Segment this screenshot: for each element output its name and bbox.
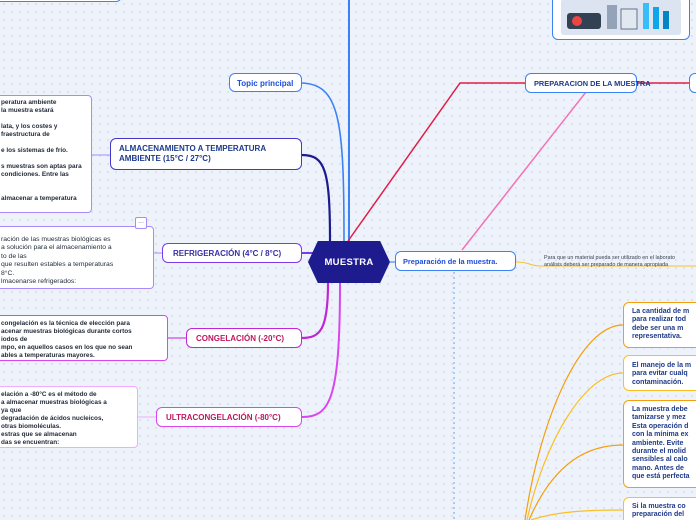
note-line: e los sistemas de frío. <box>1 147 82 155</box>
preparacion-muestra-node[interactable]: PREPARACION DE LA MUESTRA <box>525 73 637 93</box>
note-line: Si la muestra co <box>632 503 686 511</box>
note-line: lata, y los costes y <box>1 123 82 131</box>
note-line: elación a -80°C es el método de <box>1 391 107 399</box>
refrigeracion-note-text: ración de las muestras biológicas es a s… <box>1 236 113 286</box>
right-note-3-text: La muestra debe tamizarse y mez Esta ope… <box>632 406 690 482</box>
note-line: debe ser una m <box>632 325 689 333</box>
note-line: la muestra estará <box>1 107 82 115</box>
right-note-1[interactable]: La cantidad de m para realizar tod debe … <box>623 302 696 348</box>
topic-principal-node[interactable]: Topic principal <box>229 73 302 92</box>
note-line: to de las <box>1 253 113 261</box>
note-line: representativa. <box>632 333 689 341</box>
note-line: contaminación. <box>632 379 691 387</box>
note-line: acenar muestras biológicas durante corto… <box>1 328 132 336</box>
note-line: 8°C. <box>1 270 113 278</box>
refrigeracion-note: ración de las muestras biológicas es a s… <box>0 226 154 289</box>
note-line: que está perfecta <box>632 473 690 481</box>
note-line: preparación del <box>632 511 686 519</box>
note-line: para evitar cualq <box>632 370 691 378</box>
note-line: iodos de <box>1 336 132 344</box>
description-line: análisis deberá ser preparado de manera … <box>544 262 675 269</box>
ultracongelacion-note: elación a -80°C es el método de a almace… <box>0 386 138 448</box>
congelacion-note: congelación es la técnica de elección pa… <box>0 315 168 361</box>
note-line: con la mínima ex <box>632 431 690 439</box>
lab-image-thumbnail <box>552 0 690 40</box>
note-line: ya que <box>1 407 107 415</box>
note-line: s muestras son aptas para <box>1 163 82 171</box>
note-line: a solución para el almacenamiento a <box>1 244 113 252</box>
preparacion-description: Para que un material pueda ser utilizado… <box>544 255 675 269</box>
ambiente-branch-label: ALMACENAMIENTO A TEMPERATURA AMBIENTE (1… <box>119 144 297 164</box>
congelacion-branch-node[interactable]: CONGELACIÓN (-20°C) <box>186 328 302 348</box>
note-line: tamizarse y mez <box>632 414 690 422</box>
note-line: otras biomoléculas. <box>1 423 107 431</box>
note-line: durante el molid <box>632 448 690 456</box>
note-line: ambiente. Evite <box>632 440 690 448</box>
note-line: lmacenarse refrigerados: <box>1 278 113 286</box>
note-line: Esta operación d <box>632 423 690 431</box>
note-line: ables a temperaturas mayores. <box>1 352 132 360</box>
right-note-4[interactable]: Si la muestra co preparación del <box>623 497 696 520</box>
offscreen-right-node[interactable] <box>689 73 696 93</box>
note-line: fraestructura de <box>1 131 82 139</box>
note-line: para realizar tod <box>632 316 689 324</box>
description-line: Para que un material pueda ser utilizado… <box>544 255 675 262</box>
topic-principal-label: Topic principal <box>237 79 293 88</box>
congelacion-note-text: congelación es la técnica de elección pa… <box>1 320 132 360</box>
refrigeracion-branch-node[interactable]: REFRIGERACIÓN (4°C / 8°C) <box>162 243 302 263</box>
preparacion-muestra-label: PREPARACION DE LA MUESTRA <box>534 79 651 88</box>
right-note-3[interactable]: La muestra debe tamizarse y mez Esta ope… <box>623 400 696 488</box>
ambiente-note-text: peratura ambiente la muestra estará lata… <box>1 99 82 203</box>
note-line: ración de las muestras biológicas es <box>1 236 113 244</box>
ambiente-note: peratura ambiente la muestra estará lata… <box>0 95 92 213</box>
right-note-2[interactable]: El manejo de la m para evitar cualq cont… <box>623 355 696 391</box>
note-line: mano. Antes de <box>632 465 690 473</box>
congelacion-branch-label: CONGELACIÓN (-20°C) <box>196 334 284 343</box>
note-line <box>1 187 82 195</box>
preparacion-de-la-muestra-label: Preparación de la muestra. <box>403 257 497 266</box>
preparacion-de-la-muestra-node[interactable]: Preparación de la muestra. <box>395 251 516 271</box>
top-left-node[interactable] <box>0 0 122 2</box>
note-line: sensibles al calo <box>632 456 690 464</box>
note-line: degradación de ácidos nucleicos, <box>1 415 107 423</box>
ultracongelacion-note-text: elación a -80°C es el método de a almace… <box>1 391 107 447</box>
note-line: La cantidad de m <box>632 308 689 316</box>
note-line: condiciones. Entre las <box>1 171 82 179</box>
note-line: das se encuentran: <box>1 439 107 447</box>
note-line: El manejo de la m <box>632 362 691 370</box>
collapse-indicator[interactable]: ... <box>135 217 147 229</box>
note-line <box>1 139 82 147</box>
note-line <box>1 115 82 123</box>
refrigeracion-branch-label: REFRIGERACIÓN (4°C / 8°C) <box>173 249 281 258</box>
note-line <box>1 155 82 163</box>
note-line: mpo, en aquellos casos en los que no sea… <box>1 344 132 352</box>
note-line: congelación es la técnica de elección pa… <box>1 320 132 328</box>
note-line: La muestra debe <box>632 406 690 414</box>
right-note-4-text: Si la muestra co preparación del <box>632 503 686 520</box>
ambiente-branch-node[interactable]: ALMACENAMIENTO A TEMPERATURA AMBIENTE (1… <box>110 138 302 170</box>
note-line <box>1 179 82 187</box>
note-line: estras que se almacenan <box>1 431 107 439</box>
ultracongelacion-branch-node[interactable]: ULTRACONGELACIÓN (-80°C) <box>156 407 302 427</box>
note-line: peratura ambiente <box>1 99 82 107</box>
right-note-2-text: El manejo de la m para evitar cualq cont… <box>632 362 691 387</box>
right-note-1-text: La cantidad de m para realizar tod debe … <box>632 308 689 342</box>
ultracongelacion-branch-label: ULTRACONGELACIÓN (-80°C) <box>166 413 281 422</box>
note-line: que resulten estables a temperaturas <box>1 261 113 269</box>
note-line: a almacenar muestras biológicas a <box>1 399 107 407</box>
note-line: almacenar a temperatura <box>1 195 82 203</box>
central-topic-muestra[interactable]: MUESTRA <box>308 241 390 283</box>
